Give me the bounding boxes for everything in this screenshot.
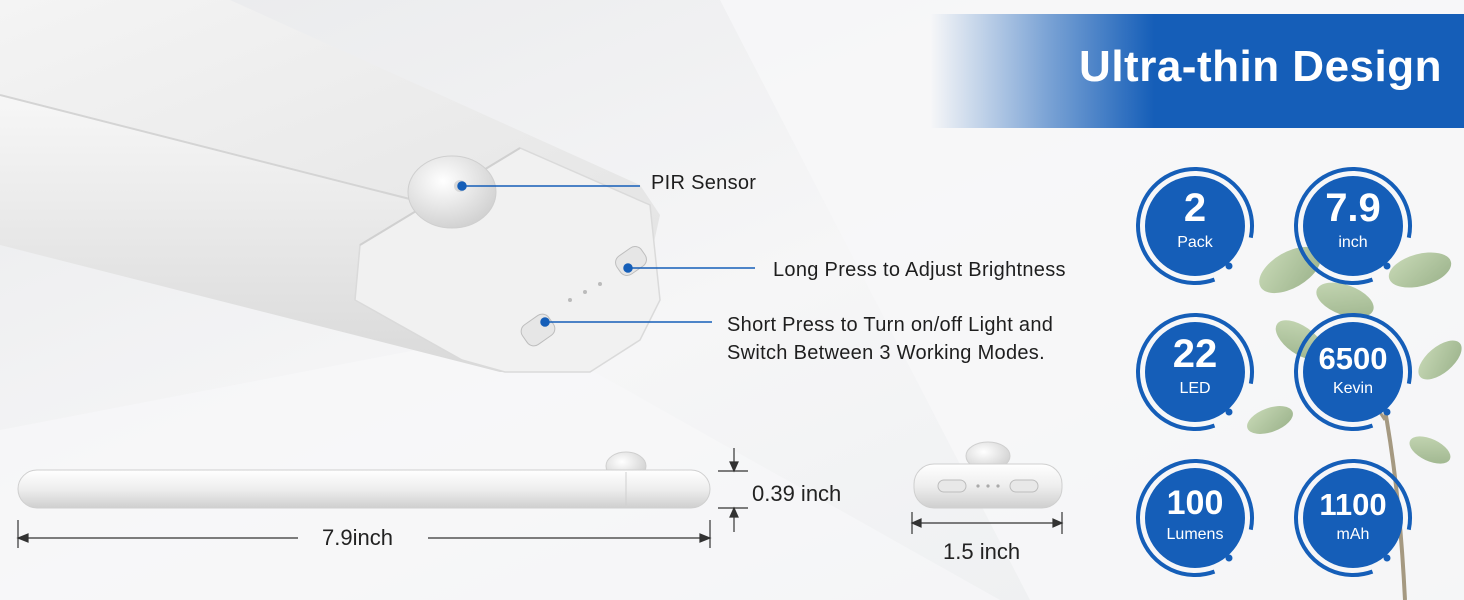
width-dimension [910, 512, 1064, 534]
long-press-label: Long Press to Adjust Brightness [773, 259, 1066, 281]
badge-ring-icon [1294, 459, 1413, 577]
callout-lines [457, 181, 755, 327]
title-banner: Ultra-thin Design [930, 14, 1464, 128]
pir-sensor-label: PIR Sensor [651, 172, 757, 194]
badge-value: 1100 [1319, 487, 1387, 522]
width-label: 1.5 inch [943, 539, 1021, 564]
badge-value: 2 [1183, 186, 1207, 230]
badge-led: 22 LED [1135, 312, 1255, 432]
light-bar-side-view [17, 451, 711, 509]
badge-value: 6500 [1318, 341, 1388, 376]
badge-ring-icon [1294, 313, 1413, 431]
badge-value: 7.9 [1325, 186, 1381, 230]
badge-ring-icon [1136, 459, 1255, 577]
banner-title: Ultra-thin Design [1079, 42, 1442, 91]
badge-unit: Kevin [1332, 380, 1374, 397]
badge-color-temp: 6500 Kevin [1293, 312, 1413, 432]
badge-unit: inch [1338, 234, 1368, 251]
badge-ring-icon [1136, 313, 1255, 431]
badge-value: 100 [1166, 484, 1224, 522]
badge-unit: Pack [1177, 234, 1213, 251]
badge-size: 7.9 inch [1293, 166, 1413, 286]
badge-unit: LED [1179, 380, 1211, 397]
length-dimension [16, 520, 712, 548]
badge-unit: Lumens [1166, 526, 1224, 543]
short-press-label-line1: Short Press to Turn on/off Light and [727, 314, 1054, 336]
badge-pack: 2 Pack [1135, 166, 1255, 286]
badge-value: 22 [1172, 332, 1218, 376]
badge-ring-icon [1136, 167, 1255, 285]
length-label: 7.9inch [322, 525, 393, 550]
light-bar-perspective [0, 0, 661, 373]
thickness-dimension [718, 448, 748, 532]
badge-unit: mAh [1336, 526, 1370, 543]
badge-battery: 1100 mAh [1293, 458, 1413, 578]
short-press-label-line2: Switch Between 3 Working Modes. [727, 342, 1045, 364]
thickness-label: 0.39 inch [752, 481, 842, 506]
light-bar-end-view [913, 441, 1063, 509]
badge-lumens: 100 Lumens [1135, 458, 1255, 578]
badge-ring-icon [1294, 167, 1413, 285]
